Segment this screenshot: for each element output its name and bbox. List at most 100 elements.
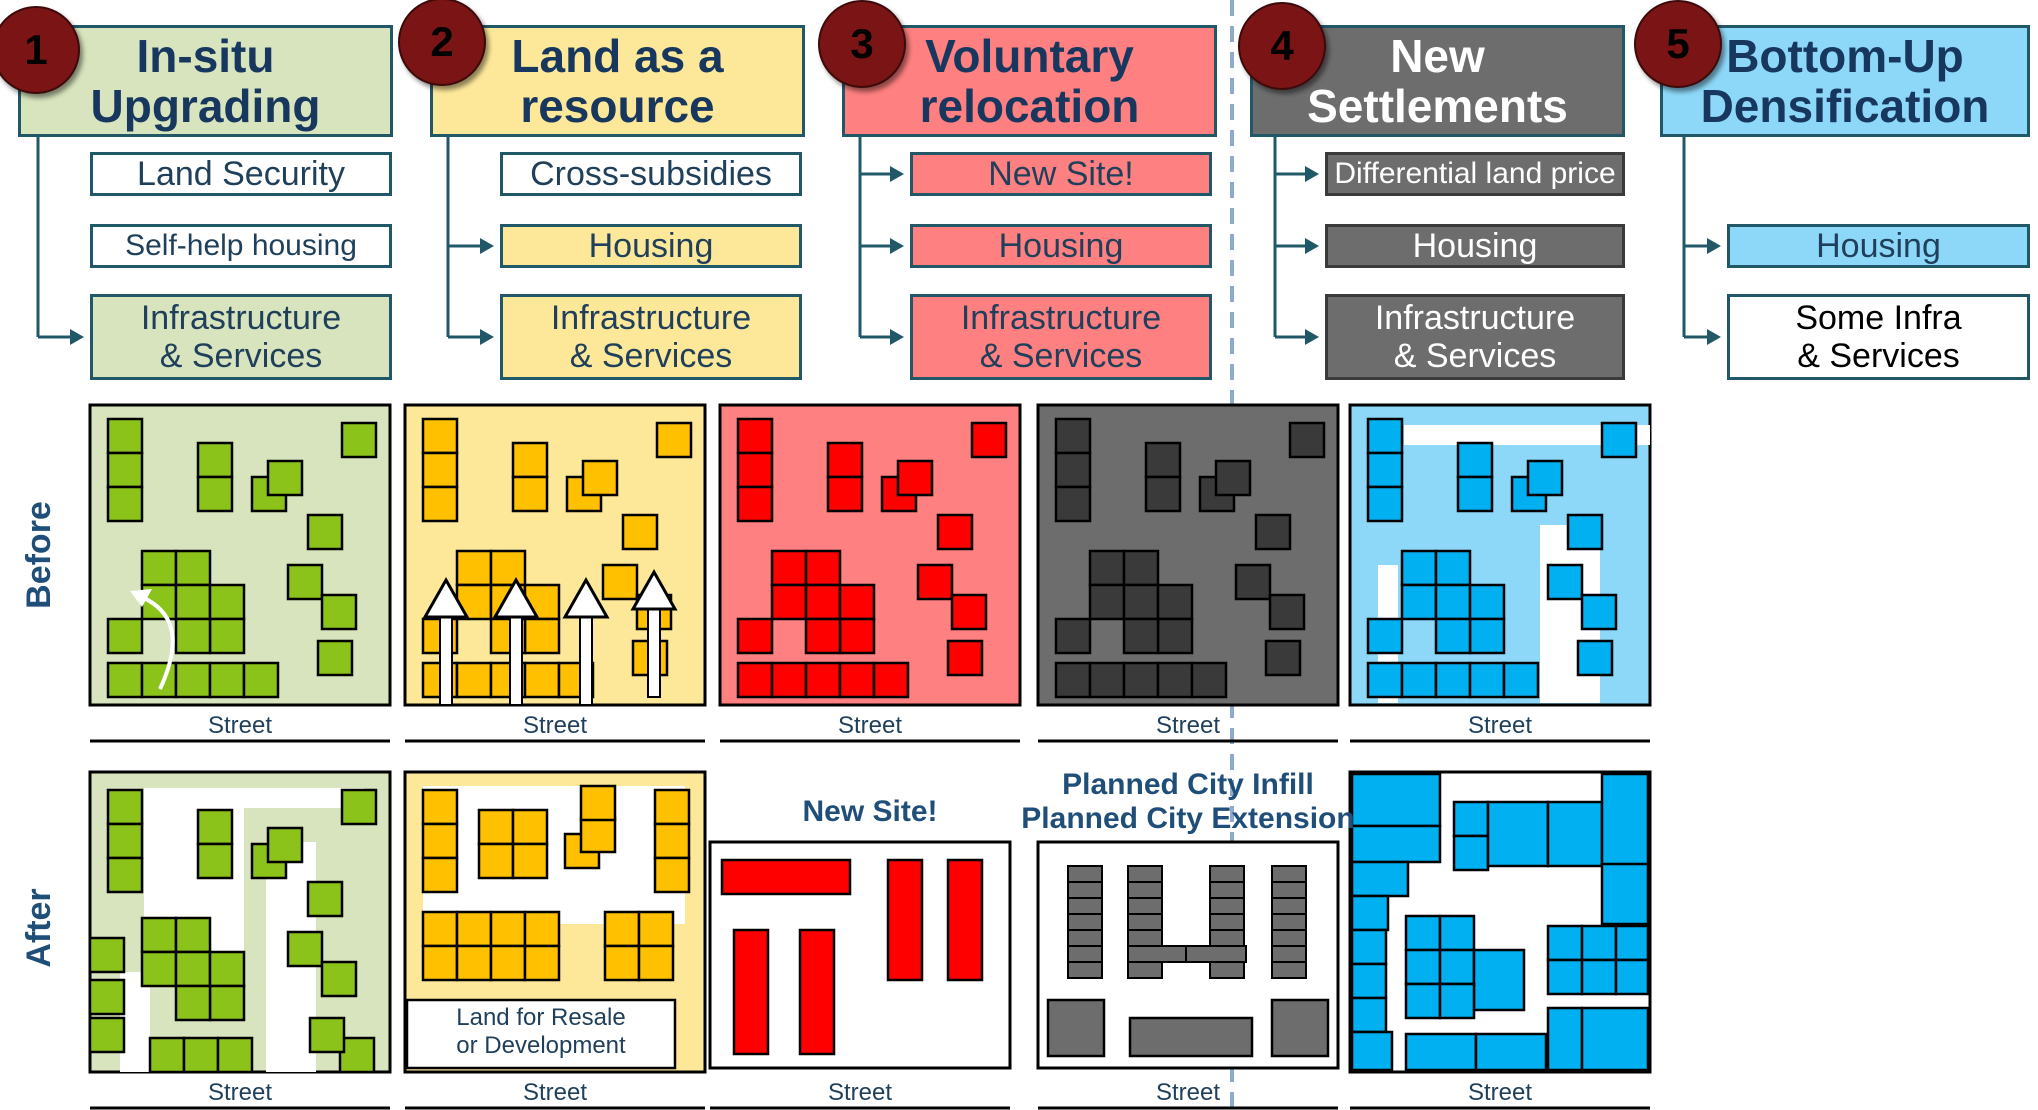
box-4-2: Housing <box>1325 224 1625 268</box>
block <box>946 858 984 982</box>
house-12 <box>1434 583 1472 621</box>
house-10 <box>653 788 691 826</box>
house-18 <box>1580 593 1618 631</box>
block-20 <box>1438 982 1476 1020</box>
house-16 <box>1366 617 1404 655</box>
block-7 <box>1350 1030 1394 1072</box>
house-8 <box>621 513 659 551</box>
house-2 <box>421 856 459 894</box>
block-11 <box>1546 800 1604 868</box>
block-3 <box>1350 894 1390 932</box>
house-11 <box>1400 583 1438 621</box>
resale-box <box>405 998 677 1070</box>
house-20 <box>1088 661 1126 699</box>
unit <box>1271 945 1307 963</box>
block <box>886 858 924 982</box>
after-panel-2 <box>403 770 707 1074</box>
box-3-1: New Site! <box>910 152 1212 196</box>
house-17 <box>286 563 324 601</box>
house-11 <box>1088 583 1126 621</box>
arrowhead-4-1 <box>1305 238 1319 254</box>
house-22 <box>182 1036 220 1074</box>
house-3 <box>196 808 234 846</box>
house-17 <box>1546 563 1584 601</box>
block-2 <box>1350 860 1410 898</box>
street-label: Street <box>1468 712 1532 739</box>
house-3 <box>477 808 515 846</box>
house-5 <box>477 842 515 880</box>
house-8 <box>1566 513 1604 551</box>
house-11 <box>653 822 691 860</box>
block-15 <box>1404 948 1442 986</box>
unit <box>1209 881 1245 899</box>
house-22 <box>637 910 675 948</box>
house-22 <box>208 661 246 699</box>
street-label: Street <box>1156 712 1220 739</box>
house-1 <box>421 451 459 489</box>
house-13 <box>421 910 459 948</box>
open-space <box>423 786 685 924</box>
street-label: Street <box>1468 1079 1532 1106</box>
badge-3: 3 <box>818 0 906 88</box>
house-2 <box>106 485 144 523</box>
house-6 <box>511 842 549 880</box>
street-label: Street <box>1156 1079 1220 1106</box>
new-site-title: New Site! <box>802 795 938 828</box>
house-14 <box>1468 617 1506 655</box>
house-19 <box>489 944 527 982</box>
house-18 <box>320 593 358 631</box>
house-15 <box>174 984 212 1022</box>
house-4 <box>196 842 234 880</box>
house-4 <box>196 475 234 513</box>
box-2-1: Cross-subsidies <box>500 152 802 196</box>
street-label: Street <box>208 1079 272 1106</box>
house-19 <box>1366 661 1404 699</box>
before-panel-1 <box>88 403 392 707</box>
unit <box>1271 913 1307 931</box>
box-1-3: Infrastructure & Services <box>90 294 392 380</box>
unit <box>1209 897 1245 915</box>
house-23 <box>603 944 641 982</box>
house-20 <box>140 661 178 699</box>
house-13 <box>208 950 246 988</box>
house-19 <box>286 930 324 968</box>
after-panel-3 <box>708 840 1012 1070</box>
unit <box>1209 961 1245 979</box>
house-14 <box>455 910 493 948</box>
box-2-3: Infrastructure & Services <box>500 294 802 380</box>
house-0 <box>106 417 144 455</box>
house-6 <box>266 826 304 864</box>
house-21 <box>174 661 212 699</box>
densify-arrow-shaft-3 <box>647 606 661 698</box>
house-0 <box>106 788 144 826</box>
house-15 <box>1434 617 1472 655</box>
before-panel-5 <box>1348 403 1652 707</box>
box-2-2: Housing <box>500 224 802 268</box>
house-14 <box>208 984 246 1022</box>
unit <box>1127 881 1163 899</box>
unit <box>1271 865 1307 883</box>
unit <box>1271 897 1307 915</box>
block-22 <box>1580 924 1618 962</box>
unit <box>1271 961 1307 979</box>
house-7 <box>340 421 378 459</box>
block <box>720 858 852 896</box>
block-8 <box>1452 800 1490 838</box>
arrowhead-5-1 <box>1707 238 1721 254</box>
arrowhead-5-2 <box>1707 329 1721 345</box>
house-17 <box>421 944 459 982</box>
house-23 <box>216 1036 254 1074</box>
unit <box>1271 881 1307 899</box>
unit <box>1271 929 1307 947</box>
street-label: Street <box>523 1079 587 1106</box>
house-10 <box>1434 549 1472 587</box>
block-30 <box>1580 1006 1650 1072</box>
house-2 <box>421 485 459 523</box>
house-7 <box>970 421 1008 459</box>
unit <box>1067 913 1103 931</box>
house-9 <box>140 549 178 587</box>
arrowhead-4-0 <box>1305 166 1319 182</box>
box-1-2: Self-help housing <box>90 224 392 268</box>
house-1 <box>1054 451 1092 489</box>
unit <box>1127 897 1163 915</box>
